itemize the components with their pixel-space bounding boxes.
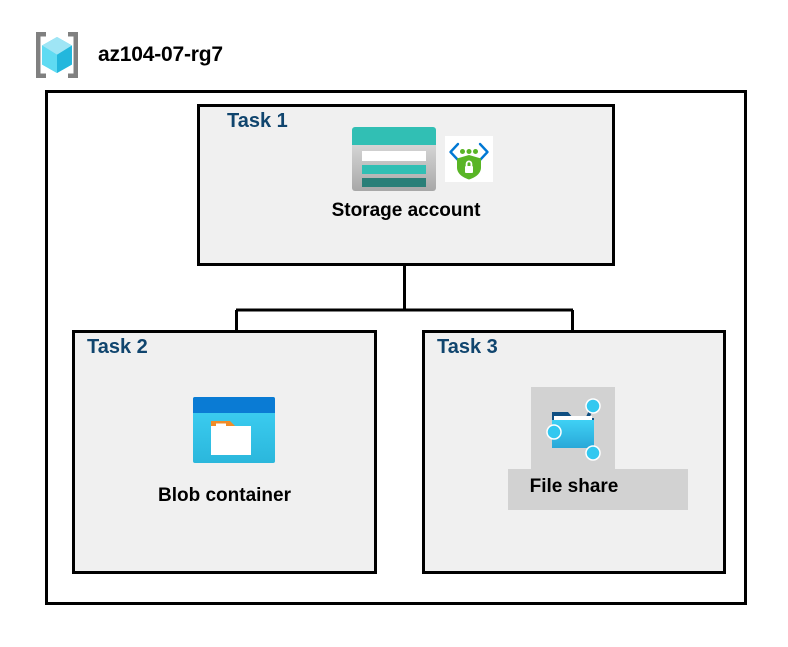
file-share-label: File share: [529, 476, 619, 497]
task-1-label: Task 1: [227, 110, 288, 132]
file-share-label-highlight: [508, 469, 688, 510]
blob-container-label: Blob container: [157, 485, 291, 506]
resource-group-title: az104-07-rg7: [98, 43, 223, 66]
secure-endpoint-shield-icon: [445, 136, 493, 182]
task-2-label: Task 2: [87, 336, 148, 358]
storage-account-icon: [351, 126, 437, 192]
task-3-label: Task 3: [437, 336, 498, 358]
resource-group-cube-icon: [30, 28, 84, 82]
storage-account-label: Storage account: [331, 200, 481, 221]
blob-container-icon: [192, 396, 276, 464]
resource-group-header: az104-07-rg7: [30, 28, 223, 82]
file-share-icon: [536, 392, 610, 466]
